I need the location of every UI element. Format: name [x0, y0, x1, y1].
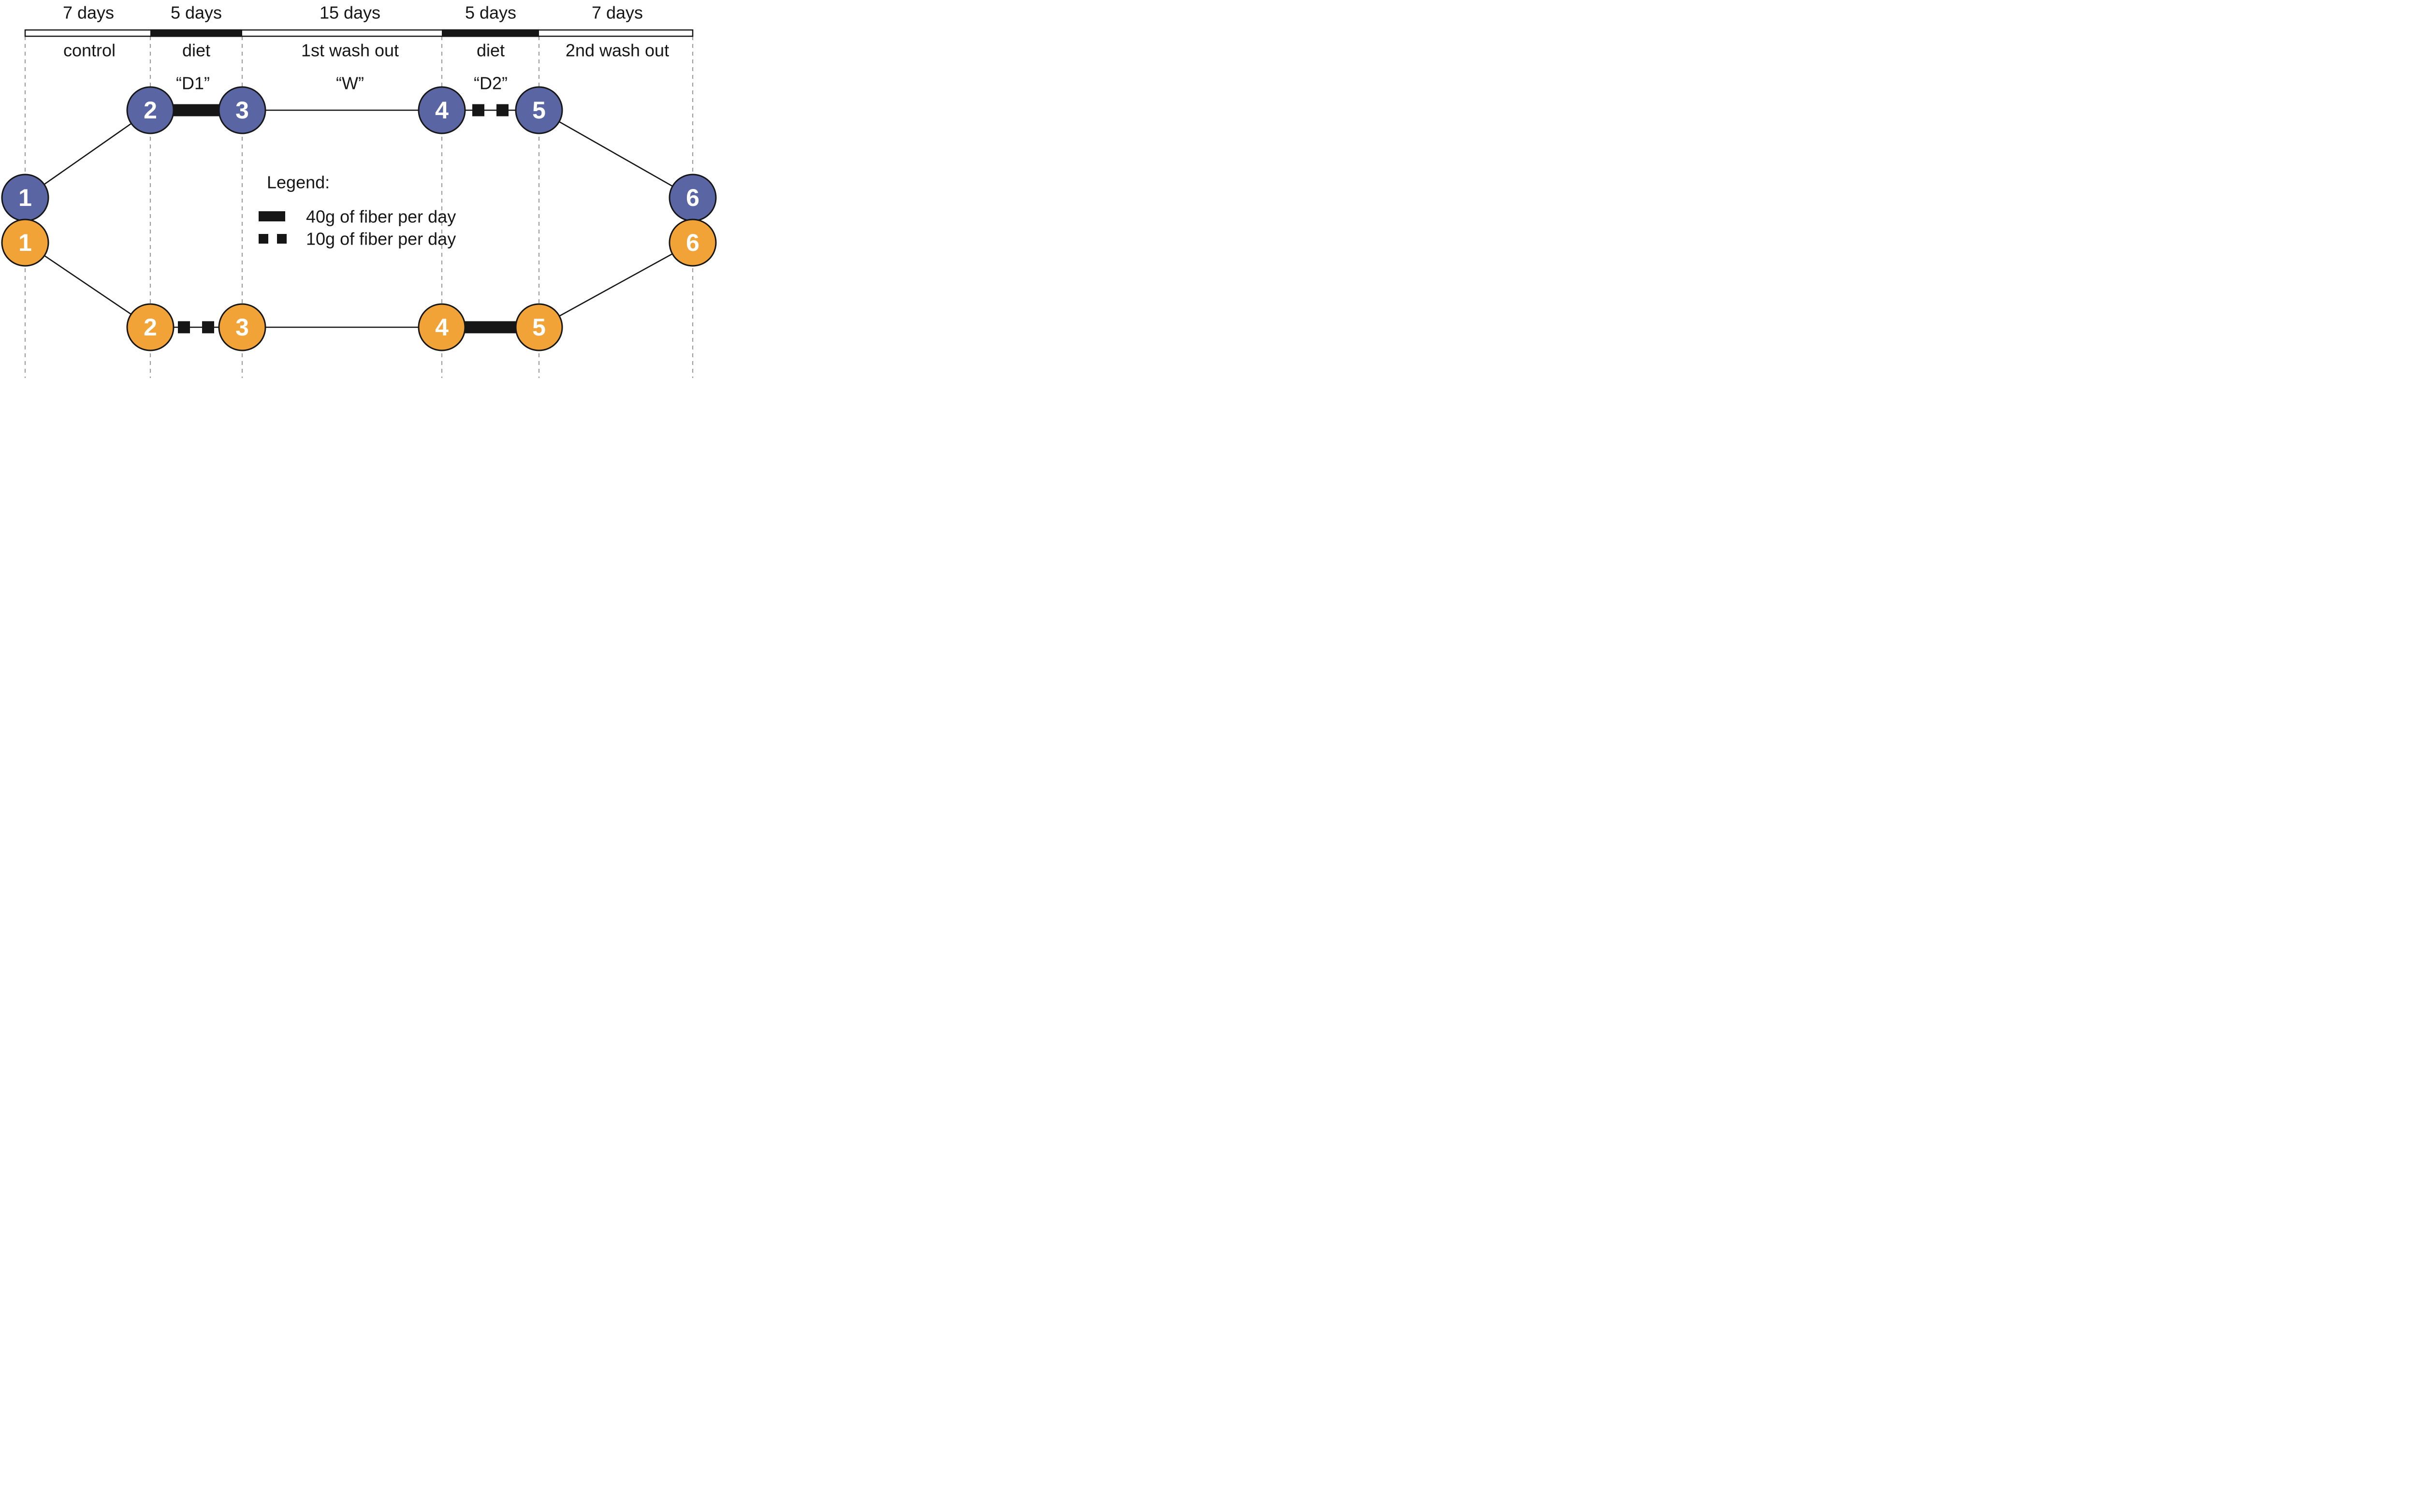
orange-arm-nodes: 1 2 3 4 5 6	[1, 218, 717, 351]
node-orange-5: 5	[515, 303, 563, 351]
node-orange-6: 6	[669, 218, 717, 267]
node-blue-5: 5	[515, 86, 563, 134]
study-design-figure: 7 days 5 days 15 days 5 days 7 days cont…	[0, 0, 720, 378]
code-label-w: “W”	[336, 73, 364, 93]
blue-10g-square-a	[472, 104, 484, 116]
node-blue-1: 1	[1, 174, 49, 222]
orange-10g-square-b	[202, 321, 214, 334]
duration-label-2: 5 days	[171, 3, 222, 23]
node-blue-2-label: 2	[144, 97, 157, 124]
blue-connector-5-6	[539, 109, 693, 199]
node-orange-4-circle	[418, 303, 466, 351]
blue-connector-1-2	[25, 109, 151, 199]
study-design-diagram: 7 days 5 days 15 days 5 days 7 days cont…	[1, 3, 717, 378]
node-orange-1-circle	[1, 218, 49, 267]
node-orange-3-label: 3	[235, 314, 249, 341]
orange-connector-5-6	[539, 242, 693, 328]
node-blue-4-circle	[418, 86, 466, 134]
phase-labels: control diet 1st wash out diet 2nd wash …	[63, 41, 669, 60]
timeline-bar-track	[24, 29, 694, 37]
node-orange-1: 1	[1, 218, 49, 267]
code-label-d2: “D2”	[474, 73, 508, 93]
legend-40g-label: 40g of fiber per day	[306, 207, 456, 227]
node-blue-3: 3	[218, 86, 266, 134]
code-label-d1: “D1”	[176, 73, 210, 93]
blue-10g-square-b	[496, 104, 509, 116]
node-orange-2-circle	[126, 303, 175, 351]
orange-10g-square-a	[178, 321, 190, 334]
node-blue-2: 2	[126, 86, 175, 134]
phase-label-washout1: 1st wash out	[301, 41, 399, 60]
node-orange-4: 4	[418, 303, 466, 351]
phase-label-control: control	[63, 41, 116, 60]
legend-40g-swatch	[259, 211, 285, 221]
node-blue-5-label: 5	[532, 97, 546, 124]
timeline-diet1-segment	[150, 29, 242, 37]
timeline-bar	[24, 29, 694, 37]
node-orange-3: 3	[218, 303, 266, 351]
orange-connector-1-2	[25, 242, 151, 328]
phase-label-diet2: diet	[477, 41, 505, 60]
node-orange-6-circle	[669, 218, 717, 267]
legend: Legend: 40g of fiber per day 10g of fibe…	[259, 173, 456, 249]
legend-10g-swatch-a	[259, 234, 268, 244]
duration-label-4: 5 days	[465, 3, 516, 23]
duration-label-3: 15 days	[320, 3, 380, 23]
node-orange-5-label: 5	[532, 314, 546, 341]
arm-connectors	[25, 109, 693, 328]
node-blue-4-label: 4	[435, 97, 449, 124]
node-blue-3-label: 3	[235, 97, 249, 124]
code-labels: “D1” “W” “D2”	[176, 73, 508, 93]
duration-label-5: 7 days	[592, 3, 643, 23]
duration-labels: 7 days 5 days 15 days 5 days 7 days	[63, 3, 643, 23]
node-orange-5-circle	[515, 303, 563, 351]
blue-arm-nodes: 1 2 3 4 5 6	[1, 86, 717, 222]
node-blue-6-label: 6	[686, 184, 699, 211]
node-blue-3-circle	[218, 86, 266, 134]
node-orange-6-label: 6	[686, 229, 699, 256]
phase-label-washout2: 2nd wash out	[566, 41, 669, 60]
node-blue-2-circle	[126, 86, 175, 134]
node-blue-6: 6	[669, 174, 717, 222]
duration-label-1: 7 days	[63, 3, 114, 23]
node-blue-5-circle	[515, 86, 563, 134]
node-blue-4: 4	[418, 86, 466, 134]
node-orange-3-circle	[218, 303, 266, 351]
node-orange-4-label: 4	[435, 314, 449, 341]
legend-title: Legend:	[267, 173, 330, 192]
node-orange-2: 2	[126, 303, 175, 351]
phase-label-diet1: diet	[182, 41, 210, 60]
node-orange-1-label: 1	[18, 229, 32, 256]
timeline-diet2-segment	[442, 29, 539, 37]
node-blue-1-label: 1	[18, 184, 32, 211]
node-orange-2-label: 2	[144, 314, 157, 341]
legend-10g-swatch-b	[277, 234, 287, 244]
legend-10g-label: 10g of fiber per day	[306, 229, 456, 249]
